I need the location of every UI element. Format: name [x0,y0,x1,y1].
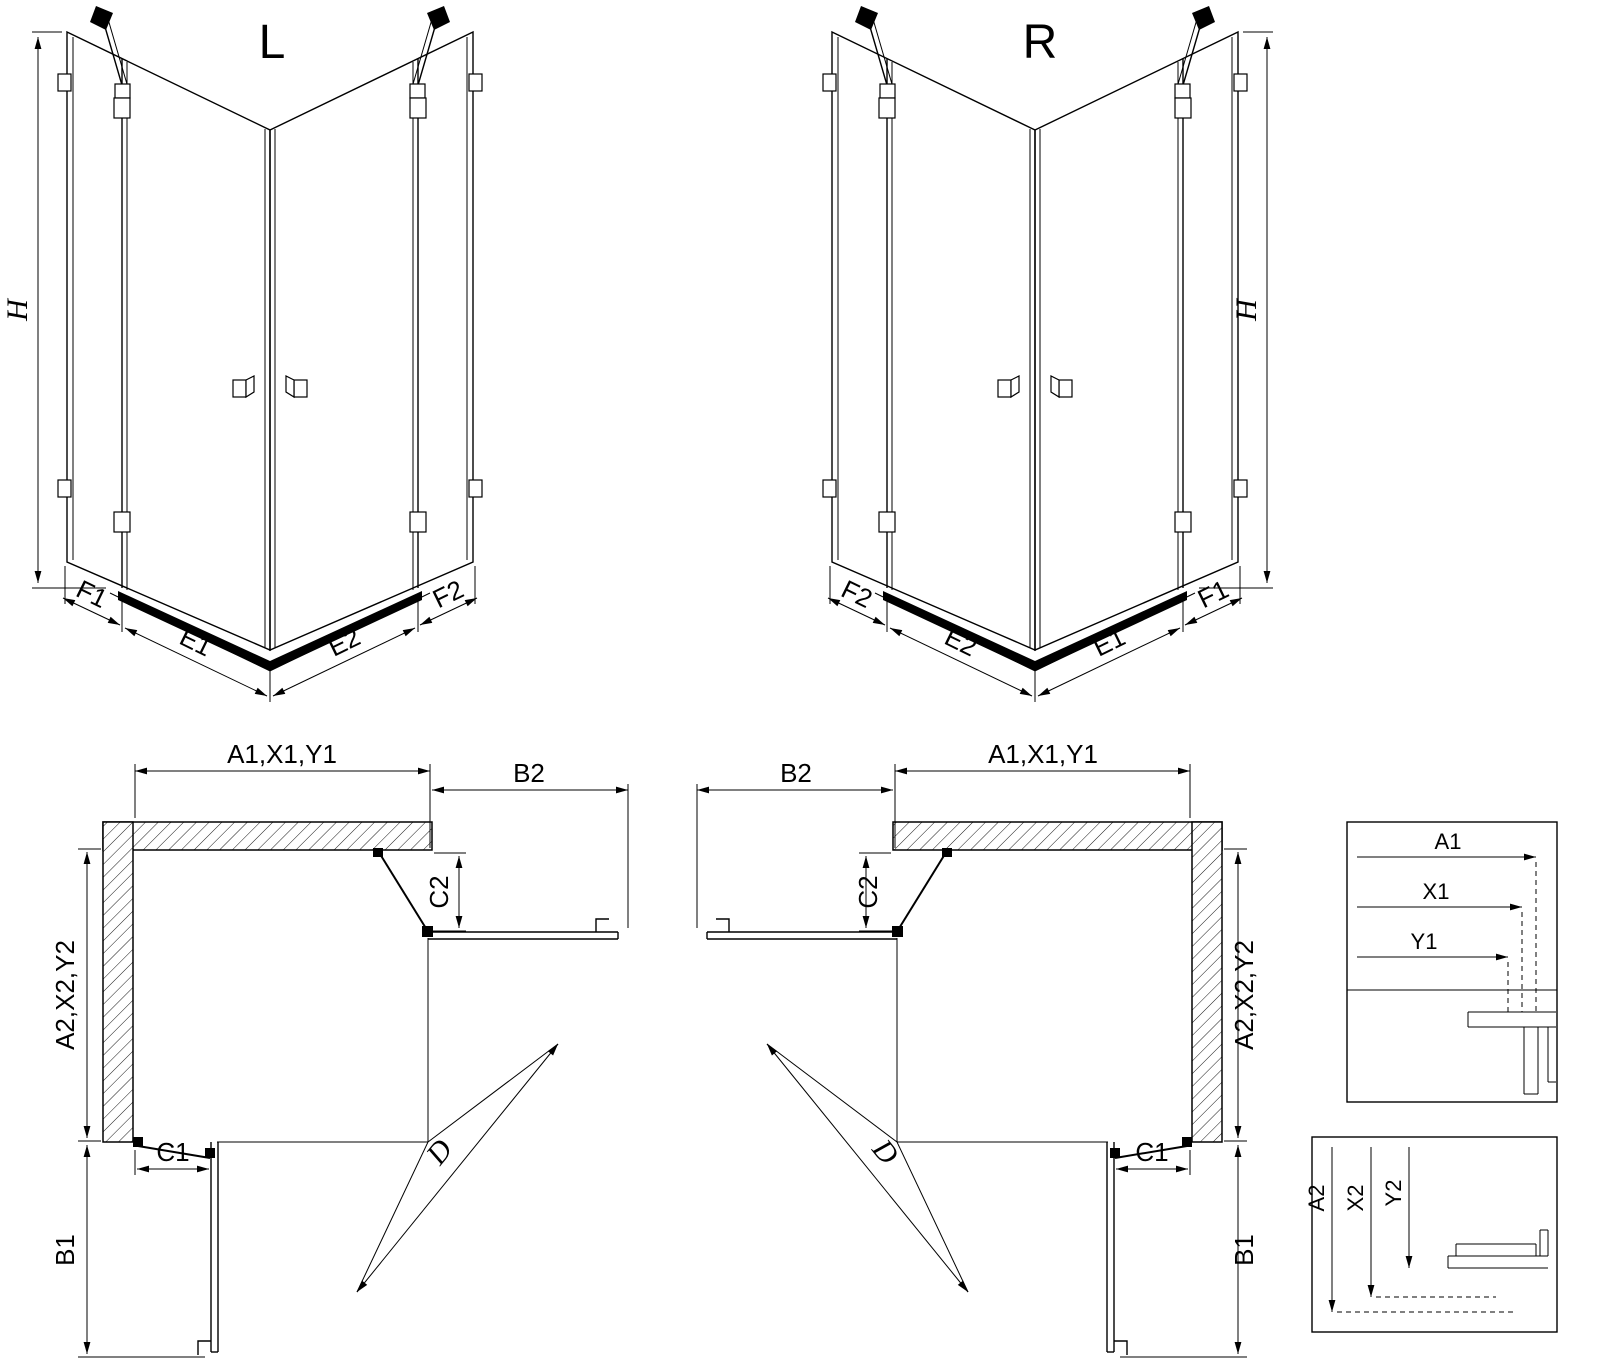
wall-clamp-icon [1233,73,1248,92]
r3d-right-panel [1034,30,1239,652]
r3d-support-arm-left [855,6,896,99]
hinge-icon [878,511,896,533]
r3d-dim-f1-label: F1 [1193,574,1233,614]
wall-right [1191,821,1223,1143]
wall-clamp-icon [822,73,837,92]
rplan-dim-c2-label: C2 [853,875,883,908]
hinge-icon [1174,511,1192,533]
lower-door [1114,1145,1188,1159]
rplan-dim-c1-label: C1 [1135,1137,1168,1167]
left-plan-view: D A1,X1,Y1 B2 C2 A2,X2,Y2 B1 C1 [50,739,629,1358]
right-plan-view: D A1,X1,Y1 B2 C2 A2,X2,Y2 B1 C1 [696,739,1259,1358]
detail-depth-view: A2 X2 Y2 [1304,1136,1558,1333]
upper-door [379,853,428,931]
upper-door [897,853,946,931]
detail-dim-a2-label: A2 [1304,1185,1329,1212]
wall-top [892,821,1223,851]
detail-dim-x1-label: X1 [1423,879,1450,904]
lplan-dim-d-label: D [419,1133,459,1172]
left-view-label: L [259,16,286,69]
left-3d-view: H F1 E1 E2 F2 L [1,6,483,702]
hinge-icon [113,511,131,533]
r3d-left-panel [831,30,1036,652]
hinge-icon [878,97,896,119]
l3d-support-arm-left [90,6,131,99]
wall-clamp-icon [468,73,483,92]
door-handle-icon [232,375,308,399]
l3d-dim-h-label: H [1,297,34,322]
wall-bracket-icon [427,6,450,30]
l3d-support-arm-right [409,6,450,99]
rplan-dim-side-label: A2,X2,Y2 [1229,940,1259,1050]
wall-clamp-icon [57,479,72,498]
wall-clamp-icon [822,479,837,498]
l3d-left-panel [66,30,271,652]
right-3d-view: H F2 E2 E1 F1 R [822,6,1273,702]
r3d-support-arm-right [1174,6,1215,99]
r3d-dim-f2-label: F2 [837,574,877,614]
l3d-right-panel [269,30,474,652]
hinge-icon [409,511,427,533]
rplan-dim-b2-label: B2 [780,758,812,788]
door-handle-icon [997,375,1073,399]
lplan-dim-b2-label: B2 [513,758,545,788]
right-view-label: R [1023,16,1058,69]
rplan-dim-top-label: A1,X1,Y1 [988,739,1098,769]
lplan-dim-side-label: A2,X2,Y2 [50,940,80,1050]
r3d-dim-h-label: H [1230,297,1263,322]
detail-width-view: A1 X1 Y1 [1346,821,1558,1103]
detail-dim-y2-label: Y2 [1381,1180,1406,1207]
rplan-dim-b1-label: B1 [1229,1234,1259,1266]
hinge-icon [1174,97,1192,119]
wall-bracket-icon [90,6,113,30]
detail-box [1346,821,1558,1103]
lplan-dim-b1-label: B1 [50,1234,80,1266]
l3d-dim-f2-label: F2 [428,574,468,614]
wall-bracket-icon [1192,6,1215,30]
rplan-dim-d-label: D [865,1132,905,1171]
detail-dim-x2-label: X2 [1343,1185,1368,1212]
lplan-dim-c2-label: C2 [424,875,454,908]
wall-bracket-icon [855,6,878,30]
hinge-icon [409,97,427,119]
wall-clamp-icon [57,73,72,92]
lplan-dim-c1-label: C1 [156,1137,189,1167]
lplan-dim-top-label: A1,X1,Y1 [227,739,337,769]
detail-dim-a1-label: A1 [1435,829,1462,854]
l3d-dim-f1-label: F1 [72,574,112,614]
wall-top [102,821,433,851]
wall-clamp-icon [1233,479,1248,498]
detail-box [1311,1136,1558,1333]
wall-clamp-icon [468,479,483,498]
detail-dim-y1-label: Y1 [1411,929,1438,954]
lower-door [137,1145,211,1159]
wall-left [102,821,134,1143]
hinge-icon [113,97,131,119]
